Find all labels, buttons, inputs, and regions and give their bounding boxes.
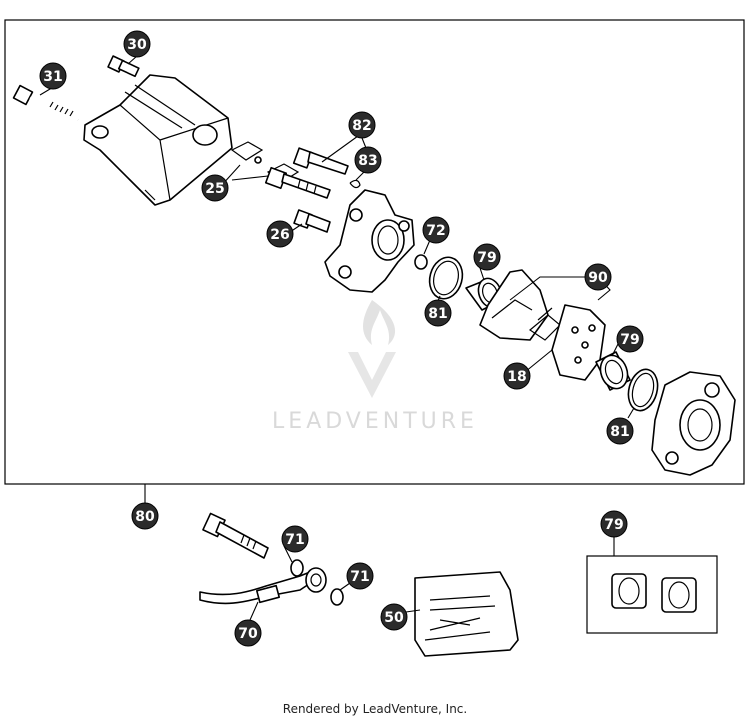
- svg-text:83: 83: [358, 153, 377, 169]
- svg-text:90: 90: [588, 270, 608, 286]
- svg-text:82: 82: [352, 118, 371, 134]
- piston-kit-frame: [586, 555, 718, 634]
- callout-50[interactable]: 50: [380, 603, 408, 631]
- part-18-brake-pad-right: [551, 304, 606, 381]
- svg-text:79: 79: [604, 517, 623, 533]
- svg-text:50: 50: [384, 610, 404, 626]
- svg-text:79: 79: [620, 332, 639, 348]
- part-79-piston-right: [595, 351, 631, 391]
- caliper-inner-half: [651, 371, 736, 476]
- callout-79-right[interactable]: 79: [616, 325, 644, 353]
- banjo-bolt: [202, 512, 269, 559]
- svg-text:25: 25: [205, 181, 224, 197]
- svg-text:79: 79: [477, 250, 496, 266]
- part-82-bolt: [292, 147, 349, 175]
- part-83-clip: [349, 179, 361, 189]
- svg-text:71: 71: [350, 569, 369, 585]
- callout-70[interactable]: 70: [234, 619, 262, 647]
- footer-credit: Rendered by LeadVenture, Inc.: [282, 702, 468, 716]
- svg-text:72: 72: [426, 223, 445, 239]
- svg-text:70: 70: [238, 626, 258, 642]
- callout-71-lower[interactable]: 71: [346, 562, 374, 590]
- leadventure-watermark: LEADVENTURE: [272, 300, 478, 434]
- callout-80[interactable]: 80: [131, 502, 159, 530]
- part-81-seal-right: [627, 368, 659, 412]
- caliper-outer-half: [324, 189, 415, 293]
- callout-31[interactable]: 31: [39, 62, 67, 90]
- part-79-piston-kit: [611, 573, 697, 613]
- svg-text:26: 26: [270, 227, 289, 243]
- callout-18[interactable]: 18: [503, 362, 531, 390]
- callout-71-upper[interactable]: 71: [281, 525, 309, 553]
- part-71-washer-bottom: [330, 588, 344, 606]
- part-70-brake-hose: [199, 567, 327, 605]
- watermark-text: LEADVENTURE: [272, 409, 478, 434]
- part-31-long-bolt: [12, 84, 79, 122]
- callout-79-upper[interactable]: 79: [473, 243, 501, 271]
- svg-text:80: 80: [135, 509, 155, 525]
- svg-text:31: 31: [43, 69, 62, 85]
- part-30-bolt: [107, 55, 140, 78]
- part-71-washer-top: [290, 559, 304, 577]
- part-50-instruction-card: [414, 571, 519, 657]
- callout-90[interactable]: 90: [584, 263, 612, 291]
- callout-81-upper[interactable]: 81: [424, 299, 452, 327]
- svg-text:30: 30: [127, 37, 147, 53]
- caliper-bracket: [83, 74, 233, 206]
- callout-25[interactable]: 25: [201, 174, 229, 202]
- callout-26[interactable]: 26: [266, 220, 294, 248]
- part-72-o-ring: [414, 254, 428, 270]
- part-26-bolt: [293, 209, 331, 233]
- callout-82[interactable]: 82: [348, 111, 376, 139]
- callout-79-kit[interactable]: 79: [600, 510, 628, 538]
- callout-83[interactable]: 83: [354, 146, 382, 174]
- svg-text:71: 71: [285, 532, 304, 548]
- callout-81-right[interactable]: 81: [606, 417, 634, 445]
- callout-72[interactable]: 72: [422, 216, 450, 244]
- svg-text:81: 81: [428, 306, 447, 322]
- main-assembly-frame: [4, 19, 745, 485]
- part-82-pin-bolt: [264, 166, 331, 199]
- svg-text:18: 18: [507, 369, 526, 385]
- svg-text:81: 81: [610, 424, 629, 440]
- part-81-seal-left: [428, 256, 464, 300]
- callout-30[interactable]: 30: [123, 30, 151, 58]
- brake-pad-left: [479, 269, 549, 341]
